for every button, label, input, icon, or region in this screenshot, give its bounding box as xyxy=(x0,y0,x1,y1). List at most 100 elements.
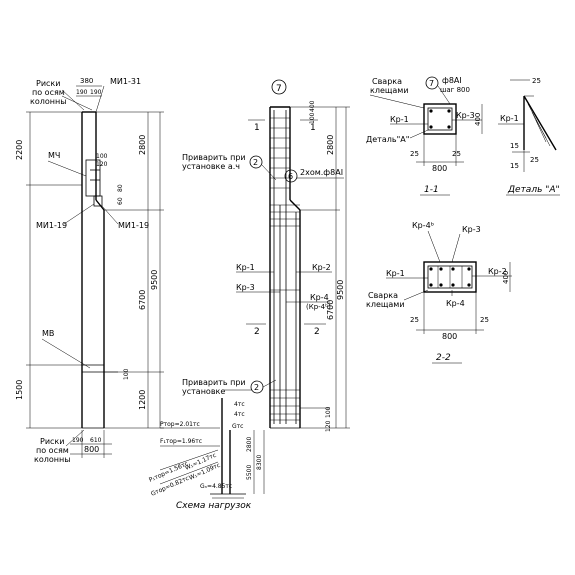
dim-25b-s1: 25 xyxy=(452,150,461,158)
dim-800: 800 xyxy=(84,445,99,454)
scheme-title: Схема нагрузок xyxy=(176,501,252,511)
dim-380: 380 xyxy=(80,77,93,85)
riski-bottom-3: колонны xyxy=(34,455,71,464)
scheme-2800: 2800 xyxy=(246,437,253,452)
riski-bottom-1: Риски xyxy=(40,437,64,446)
dim-60: 60 xyxy=(117,197,124,205)
mark-mch: МЧ xyxy=(48,151,60,160)
dim-190c: 190 xyxy=(72,437,84,444)
dim-9500: 9500 xyxy=(150,270,159,290)
kr1-s2: Кр-1 xyxy=(386,269,405,278)
scheme-gtc: Gтс xyxy=(232,423,243,430)
dim-1200: 1200 xyxy=(138,390,147,410)
dim-190a: 190 xyxy=(76,89,88,96)
kr3-c: Кр-3 xyxy=(236,283,255,292)
dim-800-s2: 800 xyxy=(442,332,457,341)
detail-a: 25 Кр-1 15 15 25 Деталь "А" xyxy=(498,77,560,196)
dim-100bot: 100 xyxy=(325,406,332,418)
zone-1a: 1 xyxy=(254,123,260,133)
riski-top-2: по осям xyxy=(32,88,65,97)
dim-120bot: 120 xyxy=(325,420,332,432)
marker-7: 7 xyxy=(276,84,282,94)
dim-610: 610 xyxy=(90,437,102,444)
dim-25a-s2: 25 xyxy=(410,316,419,324)
dim-400: 400 xyxy=(309,100,316,112)
mark-mv: МВ xyxy=(42,329,54,338)
riski-bottom-2: по осям xyxy=(36,446,69,455)
scheme-gn: Gₙ=4.85тс xyxy=(200,483,232,490)
section-1-1: Сварка клещами 7 ф8АІ шаг 800 Кр-1 Кр-3 … xyxy=(366,76,483,196)
kr1-da: Кр-1 xyxy=(500,114,519,123)
kr2-c: Кр-2 xyxy=(312,263,331,272)
stirrups xyxy=(270,117,300,421)
scheme-f1tor: F₁тор=1.96тс xyxy=(160,438,202,445)
detail-a-title: Деталь "А" xyxy=(507,185,560,195)
mark-mi1-19-left: МИ1-19 xyxy=(36,221,67,230)
kr3-s2: Кр-3 xyxy=(462,225,481,234)
kr4b-c: (Кр-4ᵇ) xyxy=(306,303,331,311)
dim-2800-c: 2800 xyxy=(326,135,335,155)
dim-100top: 100 xyxy=(309,112,316,124)
dim-100b: 100 xyxy=(123,368,130,380)
svarka-1: Сварка xyxy=(372,77,402,86)
scheme-5500: 5500 xyxy=(246,465,253,480)
load-scheme: Приварить при установке Pтор=2.01тс F₁то… xyxy=(148,378,265,511)
zone-1b: 1 xyxy=(310,123,316,133)
dim-6700: 6700 xyxy=(138,290,147,310)
scheme-4tc-a: 4тс xyxy=(234,401,245,408)
center-reinforcement-view: 7 xyxy=(182,79,350,432)
zone-2a: 2 xyxy=(254,327,260,337)
dim-15b-da: 15 xyxy=(510,162,519,170)
kr1-s1: Кр-1 xyxy=(390,115,409,124)
dim-190b: 190 xyxy=(90,89,102,96)
kr2-s2: Кр-2 xyxy=(488,267,507,276)
section-2-2-title: 2-2 xyxy=(436,353,451,363)
dim-25b-s2: 25 xyxy=(480,316,489,324)
dim-800-s1: 800 xyxy=(432,164,447,173)
section-2-2: Кр-4ᵇ Кр-3 Кр-1 Кр-2 400 Сварка клещами … xyxy=(366,221,512,364)
privarit-bottom-1: Приварить при xyxy=(182,378,246,387)
dim-2800: 2800 xyxy=(138,135,147,155)
svarka-2: клещами xyxy=(370,86,409,95)
mark-mi1-31: МИ1-31 xyxy=(110,77,141,86)
section-1-1-title: 1-1 xyxy=(424,185,439,195)
dim-100: 100 xyxy=(96,153,108,160)
note-f8: ф8АІ xyxy=(442,76,462,85)
scheme-4tc-b: 4тс xyxy=(234,411,245,418)
dim-400-s2: 400 xyxy=(502,271,510,284)
detal-a-ref: Деталь"А" xyxy=(366,135,409,144)
svarka-s2-2: клещами xyxy=(366,300,405,309)
kr4-c: Кр-4 xyxy=(310,293,329,302)
dim-2200: 2200 xyxy=(15,140,24,160)
privarit-top-2: установке а.ч xyxy=(182,162,240,171)
dim-15a-da: 15 xyxy=(510,142,519,150)
scheme-ptor: Pтор=2.01тс xyxy=(160,421,200,428)
kr4-s2: Кр-4 xyxy=(446,299,465,308)
left-column-view: 380 190 190 МИ1-31 Риски по осям колонны… xyxy=(15,77,164,464)
dim-25b-da: 25 xyxy=(530,156,539,164)
svarka-s2-1: Сварка xyxy=(368,291,398,300)
scheme-8300: 8300 xyxy=(256,455,263,470)
dim-6700-c: 6700 xyxy=(326,300,335,320)
kr1-c: Кр-1 xyxy=(236,263,255,272)
dim-1500: 1500 xyxy=(15,380,24,400)
riski-top-3: колонны xyxy=(30,97,67,106)
note-shag: шаг 800 xyxy=(440,86,470,94)
dim-120: 120 xyxy=(96,161,108,168)
dim-9500-c: 9500 xyxy=(336,280,345,300)
privarit-top-1: Приварить при xyxy=(182,153,246,162)
dim-25-da: 25 xyxy=(532,77,541,85)
dim-80: 80 xyxy=(117,184,124,192)
zone-2b: 2 xyxy=(314,327,320,337)
dim-400-s1: 400 xyxy=(474,113,482,126)
kr4v-s2: Кр-4ᵇ xyxy=(412,221,434,230)
marker-6: 6 xyxy=(288,172,293,181)
marker-2-top: 2 xyxy=(253,158,258,167)
kr3-s1: Кр-3 xyxy=(456,111,475,120)
marker-7-s: 7 xyxy=(429,79,434,88)
mark-mi1-19-right: МИ1-19 xyxy=(118,221,149,230)
privarit-bottom-2: установке xyxy=(182,387,225,396)
note-2hom: 2хом.ф8АІ xyxy=(300,168,343,177)
